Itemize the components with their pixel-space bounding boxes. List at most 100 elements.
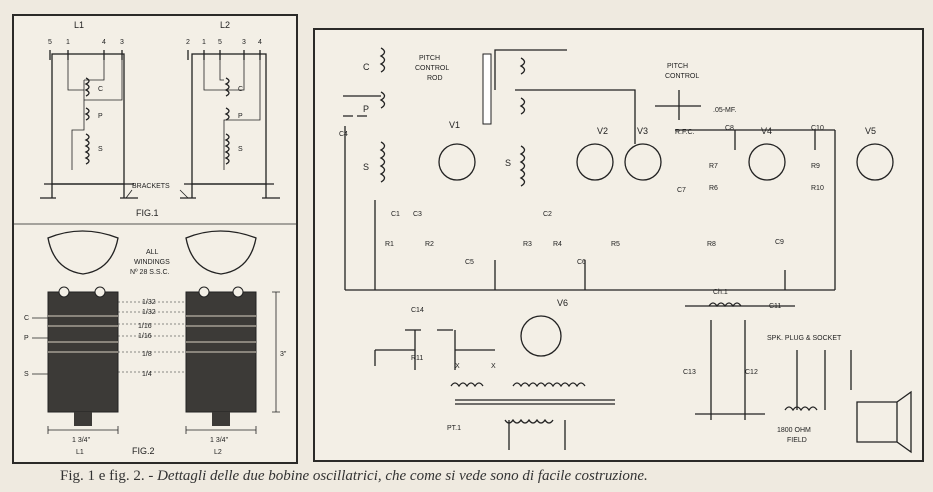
cap-label: C4 [339,131,348,138]
fig1-l2-form [191,53,267,185]
speaker-icon [856,390,912,454]
tube-v5: V5 [856,126,894,181]
fig1-l1-p: P [98,113,103,120]
caption-text: Dettagli delle due bobine oscillatrici, … [157,468,648,484]
fig2-label-c: C [24,315,29,322]
fig1-l2-c: C [238,86,243,93]
res-label: R3 [523,241,532,248]
choke-label: Ch.1 [713,289,728,296]
fig2-width-left: 1 3/4" [72,437,91,444]
pitch-rod-label: CONTROL [415,65,449,72]
cap-label: C6 [577,259,586,266]
fig2-note: WINDINGS [134,259,170,266]
res-label: R5 [611,241,620,248]
fig2-width-right: 1 3/4" [210,437,229,444]
res-label: R1 [385,241,394,248]
fig1-l1-c: C [98,86,103,93]
svg-text:V3: V3 [637,126,648,136]
res-label: R4 [553,241,562,248]
rfc-label: R.F.C. [675,129,695,136]
fig2-label-s: S [24,371,29,378]
fig2-l2-top [185,230,257,275]
l2-s: S [505,158,511,168]
fig1-l2-pin: 5 [218,39,222,46]
fig1-l1-s: S [98,146,103,153]
fig1-l2-pin: 4 [258,39,262,46]
fig1-l2-s: S [238,146,243,153]
pitch-control-label: PITCH [667,63,688,70]
tube-v3: V3 [624,126,662,181]
cap-label: C3 [413,211,422,218]
tube-v1: V1 [438,120,476,181]
figure-caption: Fig. 1 e fig. 2. - Dettagli delle due bo… [60,468,920,485]
fig1-brackets-label: BRACKETS [132,183,170,190]
tube-v2: V2 [576,126,614,181]
fig2-dim: 1/32 [142,299,156,306]
l1-s: S [363,162,369,172]
res-label: R11 [411,355,423,362]
fig2-title: FIG.2 [132,446,155,456]
cap-label: C13 [683,369,696,376]
fig1-l1-pin: 3 [120,39,124,46]
l1-c: C [363,62,370,72]
svg-text:V6: V6 [557,298,568,308]
fig1-l1-pin: 5 [48,39,52,46]
fig2-dim: 1/16 [138,333,152,340]
fig2-label-p: P [24,335,29,342]
cap-label: C12 [745,369,758,376]
fig2-note: Nº 28 S.S.C. [130,269,170,276]
fig1-l2-p: P [238,113,243,120]
res-label: R10 [811,185,824,192]
tube-v6: V6 [520,298,568,357]
fig2-dim: 1/4 [142,371,152,378]
fig2-dim: 1/16 [138,323,152,330]
fig1-l1-label: L1 [74,20,84,30]
res-label: R6 [709,185,718,192]
speaker-plug-label: SPK. PLUG & SOCKET [767,335,842,342]
pitch-rod-label: PITCH [419,55,440,62]
cap-label: C1 [391,211,400,218]
schematic-panel: C P S PITCH CONTROL ROD S V1 V2 V3 V4 V5… [313,28,924,462]
pitch-rod [482,53,492,125]
pitch-rod-label: ROD [427,75,443,82]
pitch-control-label: CONTROL [665,73,699,80]
cap-value-label: .05-MF. [713,107,736,114]
field-label: 1800 OHM [777,427,811,434]
cap-label: C7 [677,187,686,194]
fig2-note: ALL [146,249,159,256]
fig2-dim: 1/32 [142,309,156,316]
schematic-drawing: C P S PITCH CONTROL ROD S V1 V2 V3 V4 V5… [339,47,912,454]
res-label: R2 [425,241,434,248]
svg-text:V1: V1 [449,120,460,130]
fig1-l2-label: L2 [220,20,230,30]
fig2-l1-top [47,230,119,275]
svg-text:V5: V5 [865,126,876,136]
cap-label: C5 [465,259,474,266]
coil-details-panel: L1 5 1 4 3 C P S L2 2 1 5 3 4 C P S BRAC… [12,14,298,464]
fig1-l1-pin: 4 [102,39,106,46]
fig1-l1-pin: 1 [66,39,70,46]
fig1-l2-pin: 2 [186,39,190,46]
coil-details-drawing: L1 5 1 4 3 C P S L2 2 1 5 3 4 C P S BRAC… [14,20,296,456]
x-label: X [491,363,496,370]
field-label: FIELD [787,437,807,444]
svg-text:V4: V4 [761,126,772,136]
fig1-l2-pin: 3 [242,39,246,46]
caption-prefix: Fig. 1 e fig. 2. - [60,468,158,484]
fig1-title: FIG.1 [136,208,159,218]
l1-p: P [363,104,369,114]
tube-v4: V4 [748,126,786,181]
cap-label: C14 [411,307,424,314]
res-label: R7 [709,163,718,170]
transformer-label: PT.1 [447,425,461,432]
fig2-height: 3" [280,351,287,358]
svg-text:V2: V2 [597,126,608,136]
cap-label: C8 [725,125,734,132]
x-label: X [455,363,460,370]
fig2-dim: 1/8 [142,351,152,358]
cap-label: C2 [543,211,552,218]
res-label: R9 [811,163,820,170]
fig2-l2-label: L2 [214,449,222,456]
res-label: R8 [707,241,716,248]
fig2-l1-label: L1 [76,449,84,456]
